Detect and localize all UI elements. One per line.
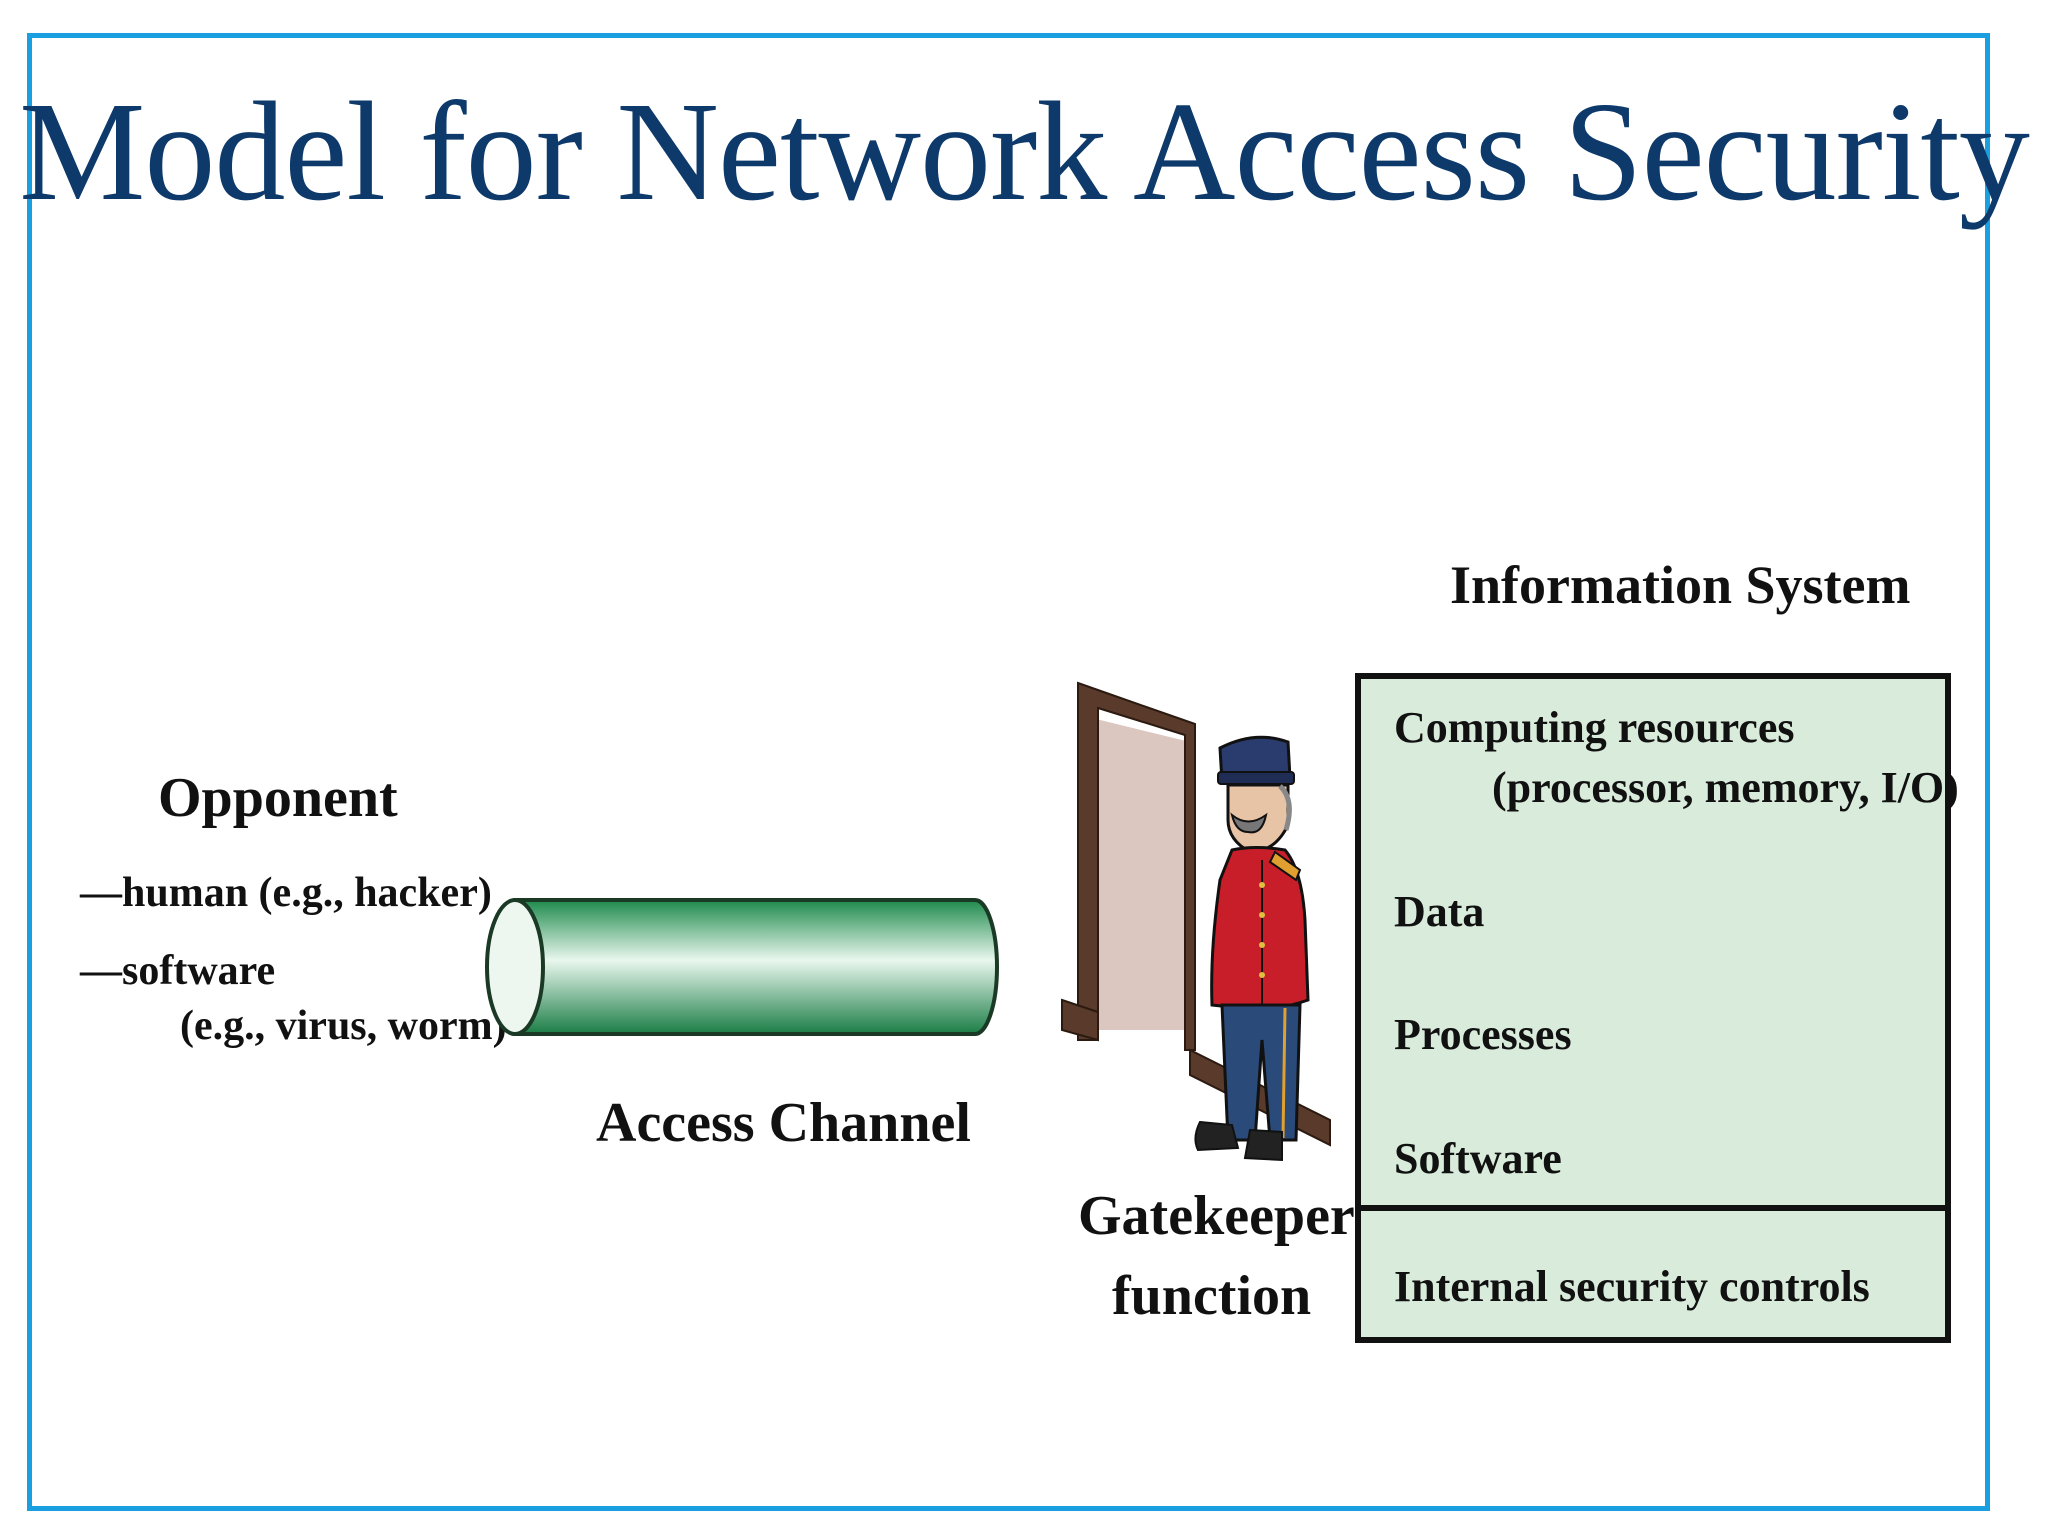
- gatekeeper-icon: [1194, 735, 1310, 1162]
- slide-frame: [27, 33, 1990, 1511]
- information-system-heading: Information System: [1450, 555, 1911, 615]
- opponent-heading: Opponent: [158, 767, 398, 829]
- access-channel-label: Access Channel: [596, 1092, 971, 1154]
- internal-security-controls: Internal security controls: [1394, 1262, 1870, 1311]
- info-item-processes: Processes: [1394, 1010, 1572, 1059]
- box-divider: [1361, 1205, 1945, 1211]
- access-channel-pipe: [485, 898, 999, 1036]
- opponent-item-software: —software: [80, 948, 276, 994]
- info-item-computing-resources-detail: (processor, memory, I/O): [1492, 763, 1959, 812]
- gatekeeper-label-line2: function: [1112, 1265, 1312, 1327]
- information-system-box: [1355, 673, 1951, 1343]
- info-item-data: Data: [1394, 887, 1485, 936]
- info-item-software: Software: [1394, 1134, 1562, 1183]
- gatekeeper-label-line1: Gatekeeper: [1078, 1185, 1355, 1247]
- opponent-item-software-examples: (e.g., virus, worm): [180, 1003, 507, 1049]
- opponent-item-human: —human (e.g., hacker): [80, 870, 492, 916]
- info-item-computing-resources: Computing resources: [1394, 703, 1795, 752]
- slide-title: Model for Network Access Security: [19, 72, 2030, 230]
